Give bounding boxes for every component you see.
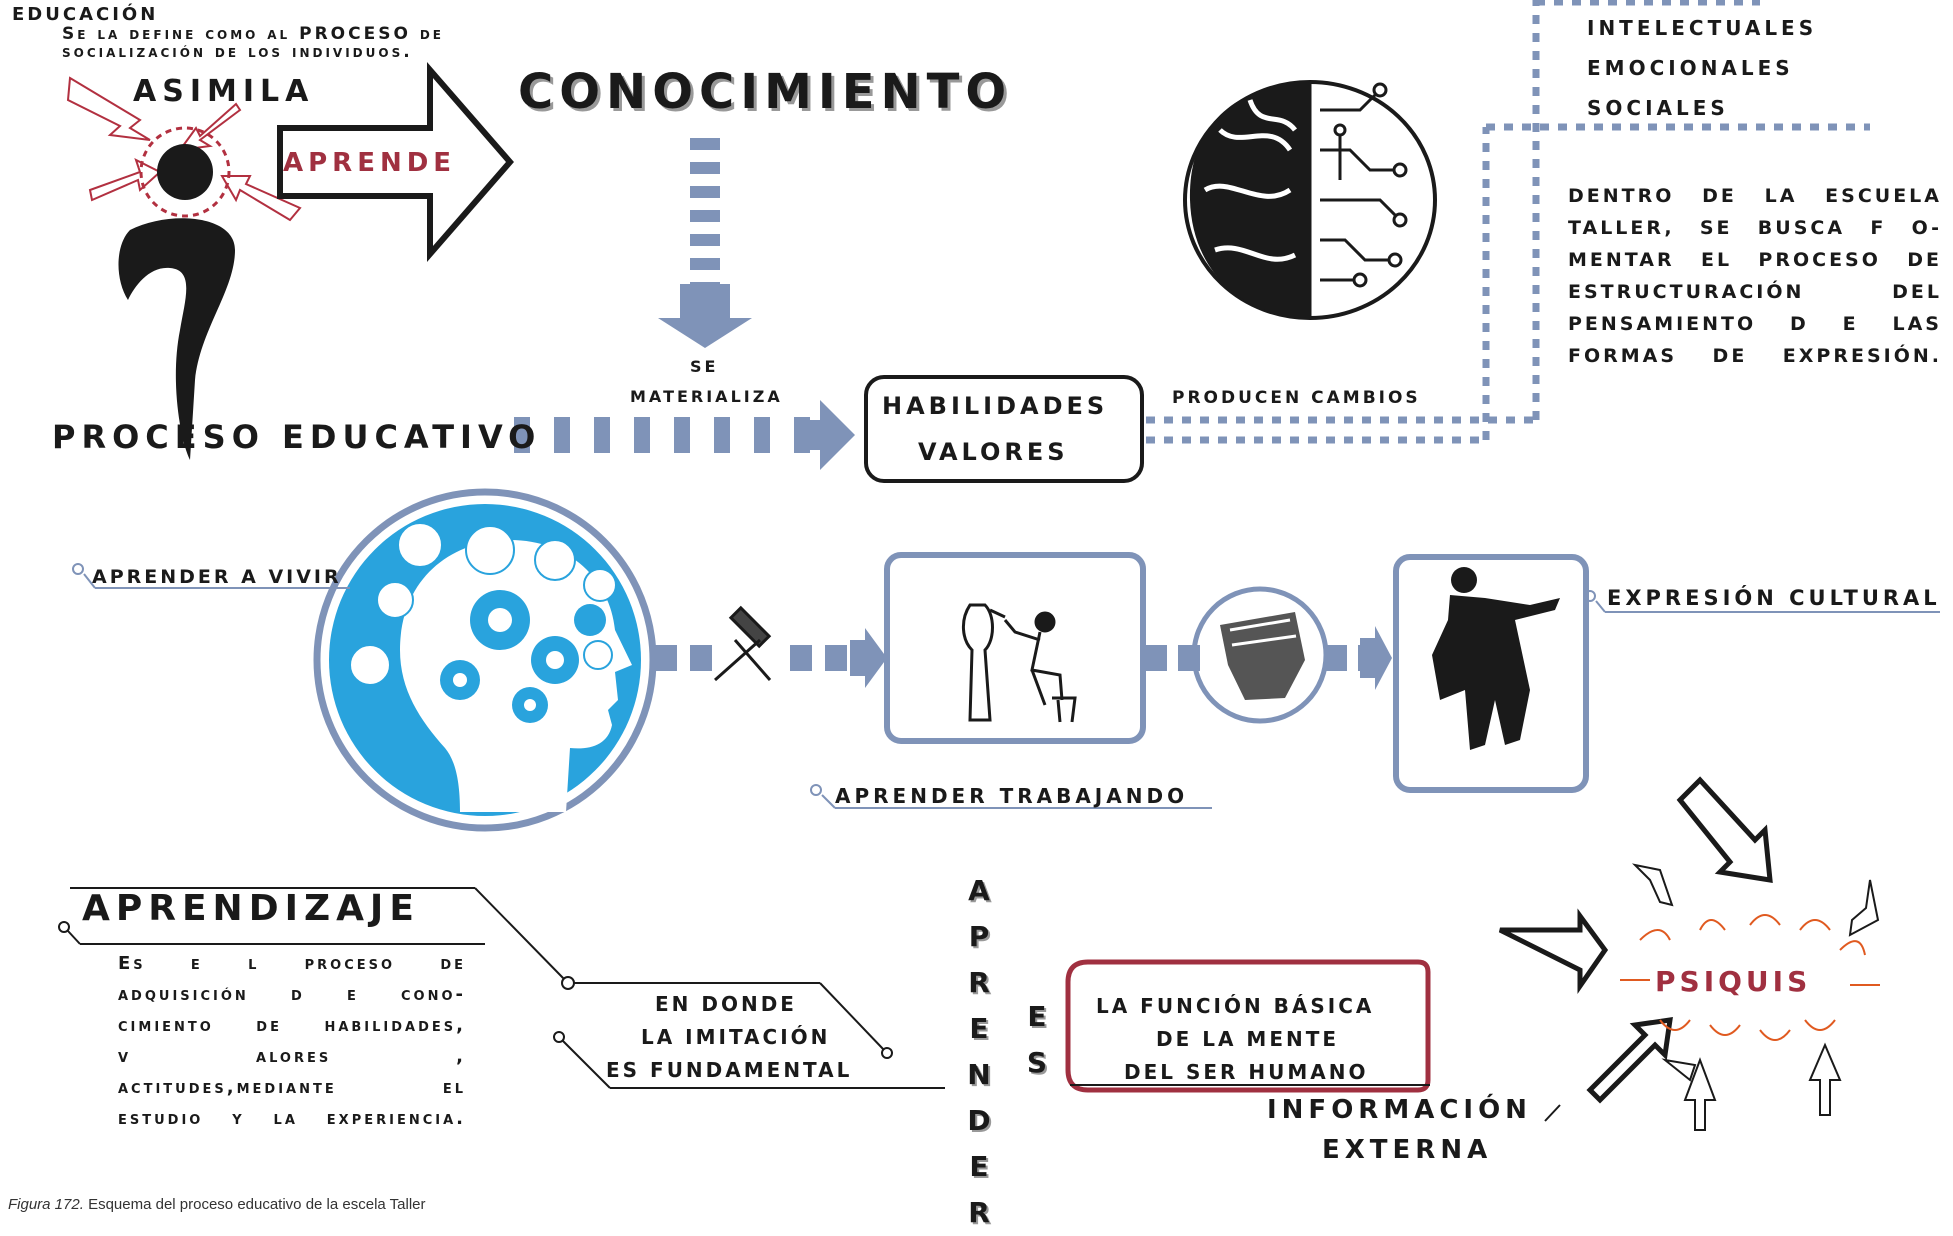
dotted-connector [1146,0,1870,444]
cambio-intelectuales: INTELECTUALES [1587,16,1818,40]
funcion-box [1065,959,1431,1093]
figure-caption-text: Esquema del proceso educativo de la esce… [88,1196,426,1213]
cambio-emocionales: EMOCIONALES [1587,56,1794,80]
person-icon [118,126,235,460]
escuela-line: DENTRO DE LA ESCUELA [1568,185,1942,207]
educacion-title: EDUCACIÓN [12,4,159,25]
conocimiento-title: CONOCIMIENTO [518,64,1013,120]
aprendizaje-definition: Es e l proceso de adquisición d e cono- … [118,948,466,1134]
psiquis-arrows-icon [1498,776,1880,1131]
funcion-line1: LA FUNCIÓN BÁSICA [1096,994,1375,1018]
aprendizaje-line: estudio y la experiencia. [118,1108,466,1129]
proceso-educativo-label: PROCESO EDUCATIVO [52,418,542,456]
habilidades-label: HABILIDADES [882,392,1109,420]
valores-label: VALORES [918,438,1069,466]
aprende-label: APRENDE [283,148,457,178]
aprender-letter: E [969,1012,989,1045]
dashed-arrow-2-icon [655,628,887,688]
producen-cambios-label: PRODUCEN CAMBIOS [1172,388,1421,408]
escuela-line: PENSAMIENTO D E LAS [1568,313,1942,335]
asimila-label: ASIMILA [133,74,315,109]
imitacion-line1: EN DONDE [655,992,797,1016]
aprendizaje-connectors [58,887,945,1089]
es-letter: S [1026,1046,1048,1079]
aprendizaje-line: adquisición d e cono- [118,984,466,1005]
brain-icon [1183,80,1437,320]
aprender-trabajando-label: APRENDER TRABAJANDO [835,784,1189,808]
figure-caption-label: Figura 172. [8,1196,84,1213]
informacion-underline [1544,1104,1561,1122]
externa-label: EXTERNA [1322,1135,1493,1165]
expresion-cultural-label: EXPRESIÓN CULTURAL [1607,586,1941,610]
down-dashed-arrow-icon [658,138,752,348]
aprender-letter: R [968,1196,990,1229]
escuela-line: FORMAS DE EXPRESIÓN. [1568,345,1942,367]
right-dashed-arrow-icon [514,400,855,470]
es-letter: E [1027,1000,1047,1033]
funcion-line2: DE LA MENTE [1156,1027,1340,1051]
label-pointers [72,563,1940,809]
escuela-line: TALLER, SE BUSCA F O- [1568,217,1942,239]
funcion-line3: DEL SER HUMANO [1124,1060,1369,1084]
escuela-line: ESTRUCTURACIÓN DEL [1568,281,1942,303]
escuela-text-block: DENTRO DE LA ESCUELA TALLER, SE BUSCA F … [1568,180,1942,372]
aprender-letter: R [968,966,990,999]
aprender-vertical: A P R E N D E R [964,868,994,1236]
fist-icon [1191,586,1329,724]
aprendizaje-line: v alores , [118,1046,466,1067]
sculptor-box [884,552,1146,744]
habilidades-box [864,375,1144,483]
aprender-letter: N [967,1058,991,1091]
se-label: SE [690,357,719,376]
figure-caption: Figura 172. Esquema del proceso educativ… [8,1196,426,1213]
educacion-definition-1: Se la define como al PROCESO de [62,24,444,44]
imitacion-line3: ES FUNDAMENTAL [606,1058,853,1082]
aprender-a-vivir-label: APRENDER A VIVIR [92,566,342,588]
aprendizaje-line: cimiento de habilidades, [118,1015,466,1036]
imitacion-line2: LA IMITACIÓN [641,1025,831,1049]
cambio-sociales: SOCIALES [1587,96,1729,120]
head-gears-icon [313,488,657,832]
aprendizaje-title: APRENDIZAJE [82,888,420,929]
materializa-label: MATERIALIZA [630,387,783,406]
educacion-definition-2: socialización de los individuos. [62,42,413,62]
informacion-label: INFORMACIÓN [1267,1095,1532,1125]
aprende-arrow-icon [277,61,514,263]
es-vertical: E S [1022,994,1052,1086]
escuela-line: MENTAR EL PROCESO DE [1568,249,1942,271]
tools-icon [714,605,772,682]
aprendizaje-line: actitudes,mediante el [118,1077,466,1098]
aprender-letter: D [967,1104,991,1137]
dashed-arrow-3-icon [1145,626,1392,690]
sculptor-icon [962,603,1077,723]
aprender-letter: E [969,1150,989,1183]
statue-icon [1432,567,1560,750]
red-arrows-icon [66,76,302,222]
aprendizaje-line: Es e l proceso de [118,953,466,974]
aprender-letter: A [968,874,990,907]
aprender-letter: P [968,920,990,953]
psiquis-label: PSIQUIS [1655,965,1812,998]
psiquis-rays [1620,914,1880,1041]
